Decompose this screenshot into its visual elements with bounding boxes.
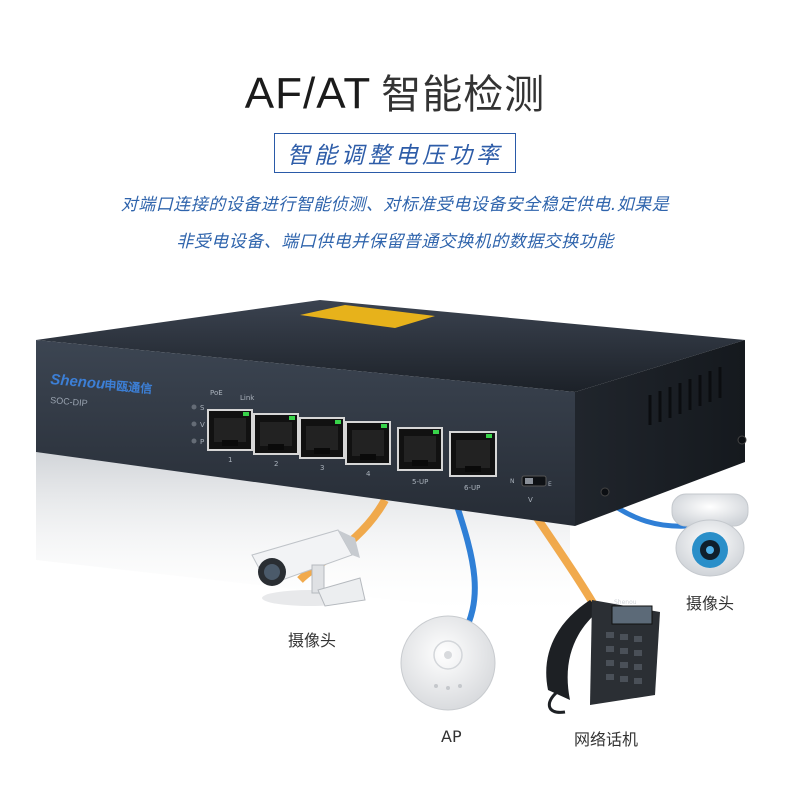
led-s (191, 404, 197, 410)
title-main: AF/AT (244, 69, 372, 118)
label-phone: 网络话机 (574, 730, 639, 749)
switch-top-sticker (300, 305, 435, 328)
port-label-4: 4 (366, 470, 371, 478)
side-screw (600, 487, 610, 497)
switch-label-e: E (548, 481, 552, 488)
ethernet-ports (207, 409, 497, 477)
indicator-p: P (200, 438, 204, 446)
port-label-5: 5-UP (412, 478, 428, 486)
led-p (191, 438, 197, 444)
subtitle-wrap: 智能调整电压功率 (0, 133, 790, 173)
switch-top (36, 300, 745, 392)
port-label-3: 3 (320, 464, 324, 472)
port-1[interactable] (207, 409, 253, 451)
label-ap: AP (441, 727, 462, 746)
title-cn: 智能检测 (381, 72, 546, 118)
port-6-up[interactable] (449, 431, 497, 477)
switch-label-n: N (510, 478, 515, 485)
ip-phone: Shenou (546, 599, 660, 714)
port-5-up[interactable] (397, 427, 443, 471)
label-poe: PoE (210, 389, 223, 397)
mode-switch-knob (525, 478, 533, 484)
port-2[interactable] (253, 413, 299, 455)
brand-cn: 申瓯通信 (104, 377, 153, 396)
bullet-camera (251, 529, 366, 607)
port-label-6: 6-UP (464, 484, 480, 492)
port-label-1: 1 (228, 456, 232, 464)
side-screw-2 (737, 435, 747, 445)
port-3[interactable] (299, 417, 345, 459)
access-point (400, 615, 496, 711)
port-label-2: 2 (274, 460, 278, 468)
port-4[interactable] (345, 421, 391, 465)
indicator-s: S (200, 404, 205, 412)
description-line-2: 非受电设备、端口供电并保留普通交换机的数据交换功能 (176, 232, 614, 252)
subtitle-badge: 智能调整电压功率 (274, 133, 516, 173)
product-scene: Shenou 申瓯通信 SOC-DIP S V P PoE Link (36, 300, 749, 714)
model-label: SOC-DIP (50, 395, 88, 408)
phone-brand: Shenou (614, 599, 637, 606)
switch-label-v: V (528, 496, 533, 504)
switch-side (575, 340, 745, 526)
label-link: Link (240, 394, 255, 402)
indicator-v: V (200, 421, 205, 429)
side-vents (648, 367, 722, 425)
brand-logo: Shenou (50, 371, 106, 393)
description-line-1: 对端口连接的设备进行智能侦测、对标准受电设备安全稳定供电.如果是 (120, 195, 670, 215)
dome-camera (671, 493, 749, 577)
label-camera-left: 摄像头 (288, 631, 337, 650)
led-v (191, 421, 197, 427)
label-camera-right: 摄像头 (686, 594, 735, 613)
